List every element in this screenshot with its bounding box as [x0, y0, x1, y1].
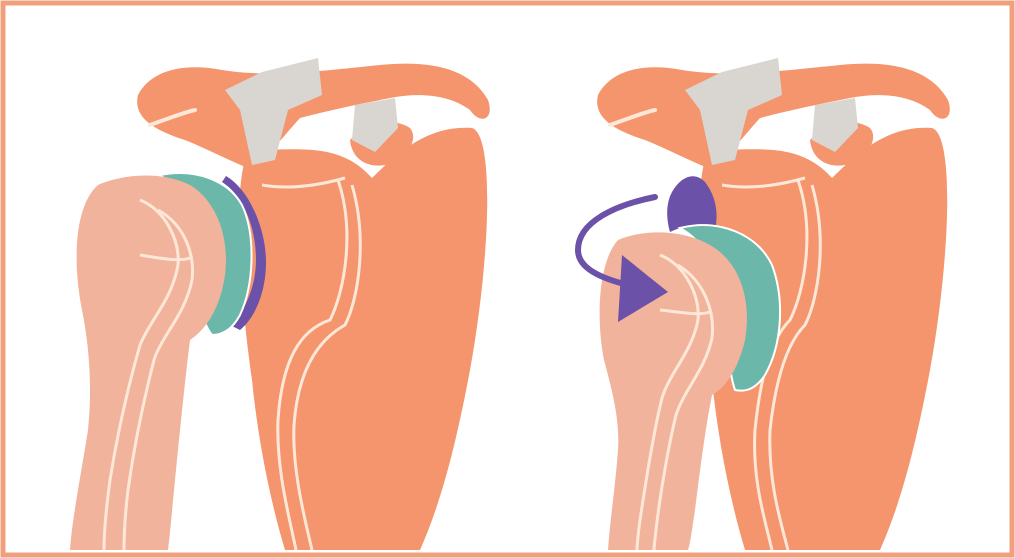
- shoulder-diagram: [0, 0, 1015, 558]
- diagram-canvas: [0, 0, 1015, 558]
